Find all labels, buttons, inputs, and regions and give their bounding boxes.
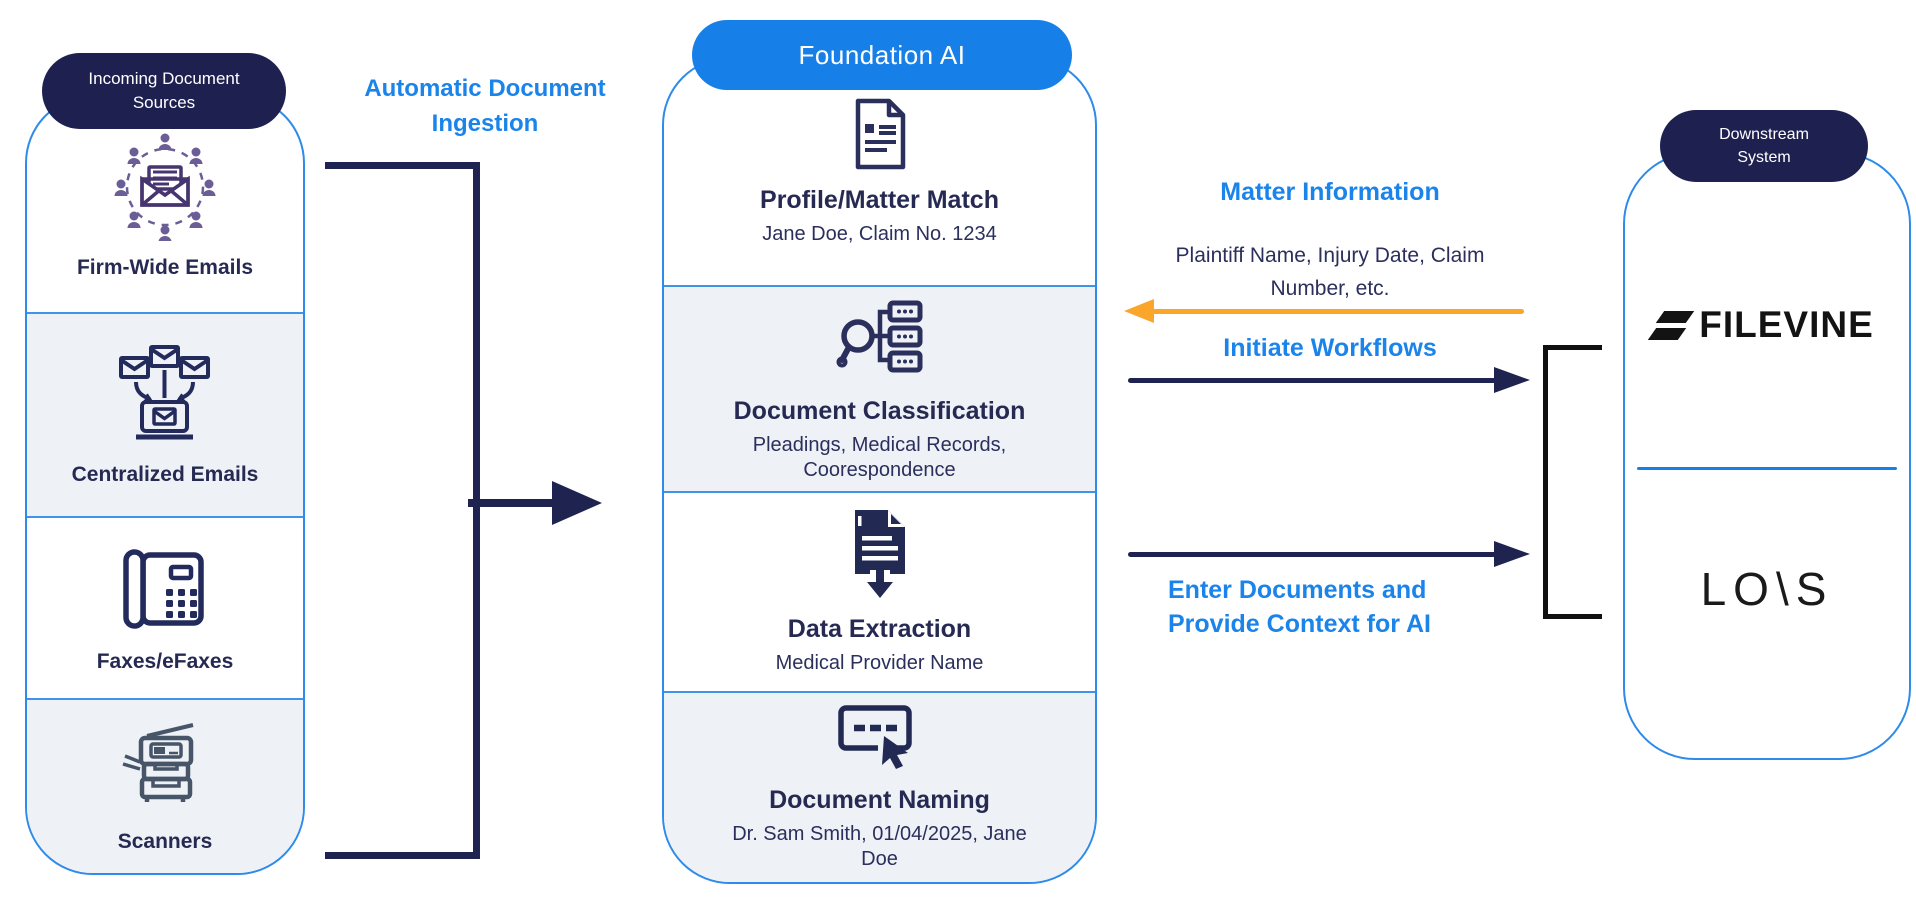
initiate-workflows-arrow: [1128, 378, 1496, 383]
downstream-bracket: [1543, 345, 1602, 619]
downstream-system-panel: FILEVINE LO\S: [1623, 152, 1911, 760]
source-row-firm-wide-emails: Firm-Wide Emails: [27, 97, 303, 312]
document-extract-icon: [844, 508, 916, 605]
lois-logo: LO\S: [1625, 562, 1909, 616]
document-naming-icon: [837, 703, 922, 776]
initiate-workflows-title: Initiate Workflows: [1223, 334, 1437, 362]
filevine-logo: FILEVINE: [1625, 304, 1909, 346]
centralized-emails-icon: [113, 344, 217, 453]
firm-wide-emails-icon: [109, 129, 221, 246]
filevine-logo-text: FILEVINE: [1699, 304, 1874, 345]
automatic-ingestion-label: Automatic Document Ingestion: [364, 75, 606, 137]
downstream-system-pill-label: Downstream System: [1719, 125, 1809, 166]
enter-documents-arrowhead-icon: [1494, 541, 1530, 567]
incoming-sources-pill: Incoming Document Sources: [42, 53, 286, 129]
step-title: Data Extraction: [787, 615, 972, 644]
step-subtitle: Jane Doe, Claim No. 1234: [762, 223, 997, 246]
scanner-copier-icon: [117, 719, 213, 820]
step-row-document-classification: Document Classification Pleadings, Medic…: [664, 285, 1095, 491]
ingestion-arrowhead-icon: [552, 481, 602, 525]
incoming-sources-panel: Firm-Wide Emails: [25, 95, 305, 875]
foundation-ai-pill-label: Foundation AI: [798, 39, 966, 70]
step-row-data-extraction: Data Extraction Medical Provider Name: [664, 490, 1095, 692]
matter-information-title: Matter Information: [1220, 178, 1440, 206]
source-row-centralized-emails: Centralized Emails: [27, 312, 303, 516]
downstream-system-pill: Downstream System: [1660, 110, 1868, 182]
step-title: Document Classification: [733, 396, 1026, 425]
incoming-sources-pill-label: Incoming Document Sources: [88, 69, 240, 112]
source-label: Centralized Emails: [71, 462, 259, 486]
source-row-faxes: Faxes/eFaxes: [27, 515, 303, 699]
matter-information-arrow: [1152, 309, 1524, 314]
step-subtitle: Pleadings, Medical Records, Cooresponden…: [752, 433, 1007, 481]
foundation-ai-pill: Foundation AI: [692, 20, 1072, 90]
step-title: Document Naming: [769, 786, 990, 815]
downstream-divider: [1637, 467, 1897, 470]
document-profile-icon: [849, 97, 911, 176]
filevine-mark-icon: [1648, 310, 1695, 340]
enter-documents-title: Enter Documents and Provide Context for …: [1168, 576, 1431, 638]
step-title: Profile/Matter Match: [760, 186, 999, 215]
initiate-workflows-arrowhead-icon: [1494, 367, 1530, 393]
classification-search-icon: [834, 296, 926, 387]
matter-information-detail: Plaintiff Name, Injury Date, Claim Numbe…: [1175, 244, 1485, 300]
source-label: Faxes/eFaxes: [96, 649, 234, 673]
source-row-scanners: Scanners: [27, 698, 303, 873]
step-subtitle: Medical Provider Name: [775, 652, 984, 675]
source-label: Firm-Wide Emails: [76, 256, 254, 280]
ingestion-bracket: [325, 162, 480, 859]
step-row-profile-matter-match: Profile/Matter Match Jane Doe, Claim No.…: [664, 59, 1095, 285]
source-label: Scanners: [117, 830, 213, 854]
ingestion-arrow: [468, 499, 556, 507]
fax-machine-icon: [119, 543, 211, 640]
matter-information-arrowhead-icon: [1124, 299, 1154, 323]
lois-logo-text: LO\S: [1700, 563, 1834, 615]
step-row-document-naming: Document Naming Dr. Sam Smith, 01/04/202…: [664, 691, 1095, 882]
foundation-ai-panel: Profile/Matter Match Jane Doe, Claim No.…: [662, 57, 1097, 884]
enter-documents-arrow: [1128, 552, 1496, 557]
step-subtitle: Dr. Sam Smith, 01/04/2025, Jane Doe: [732, 823, 1027, 871]
